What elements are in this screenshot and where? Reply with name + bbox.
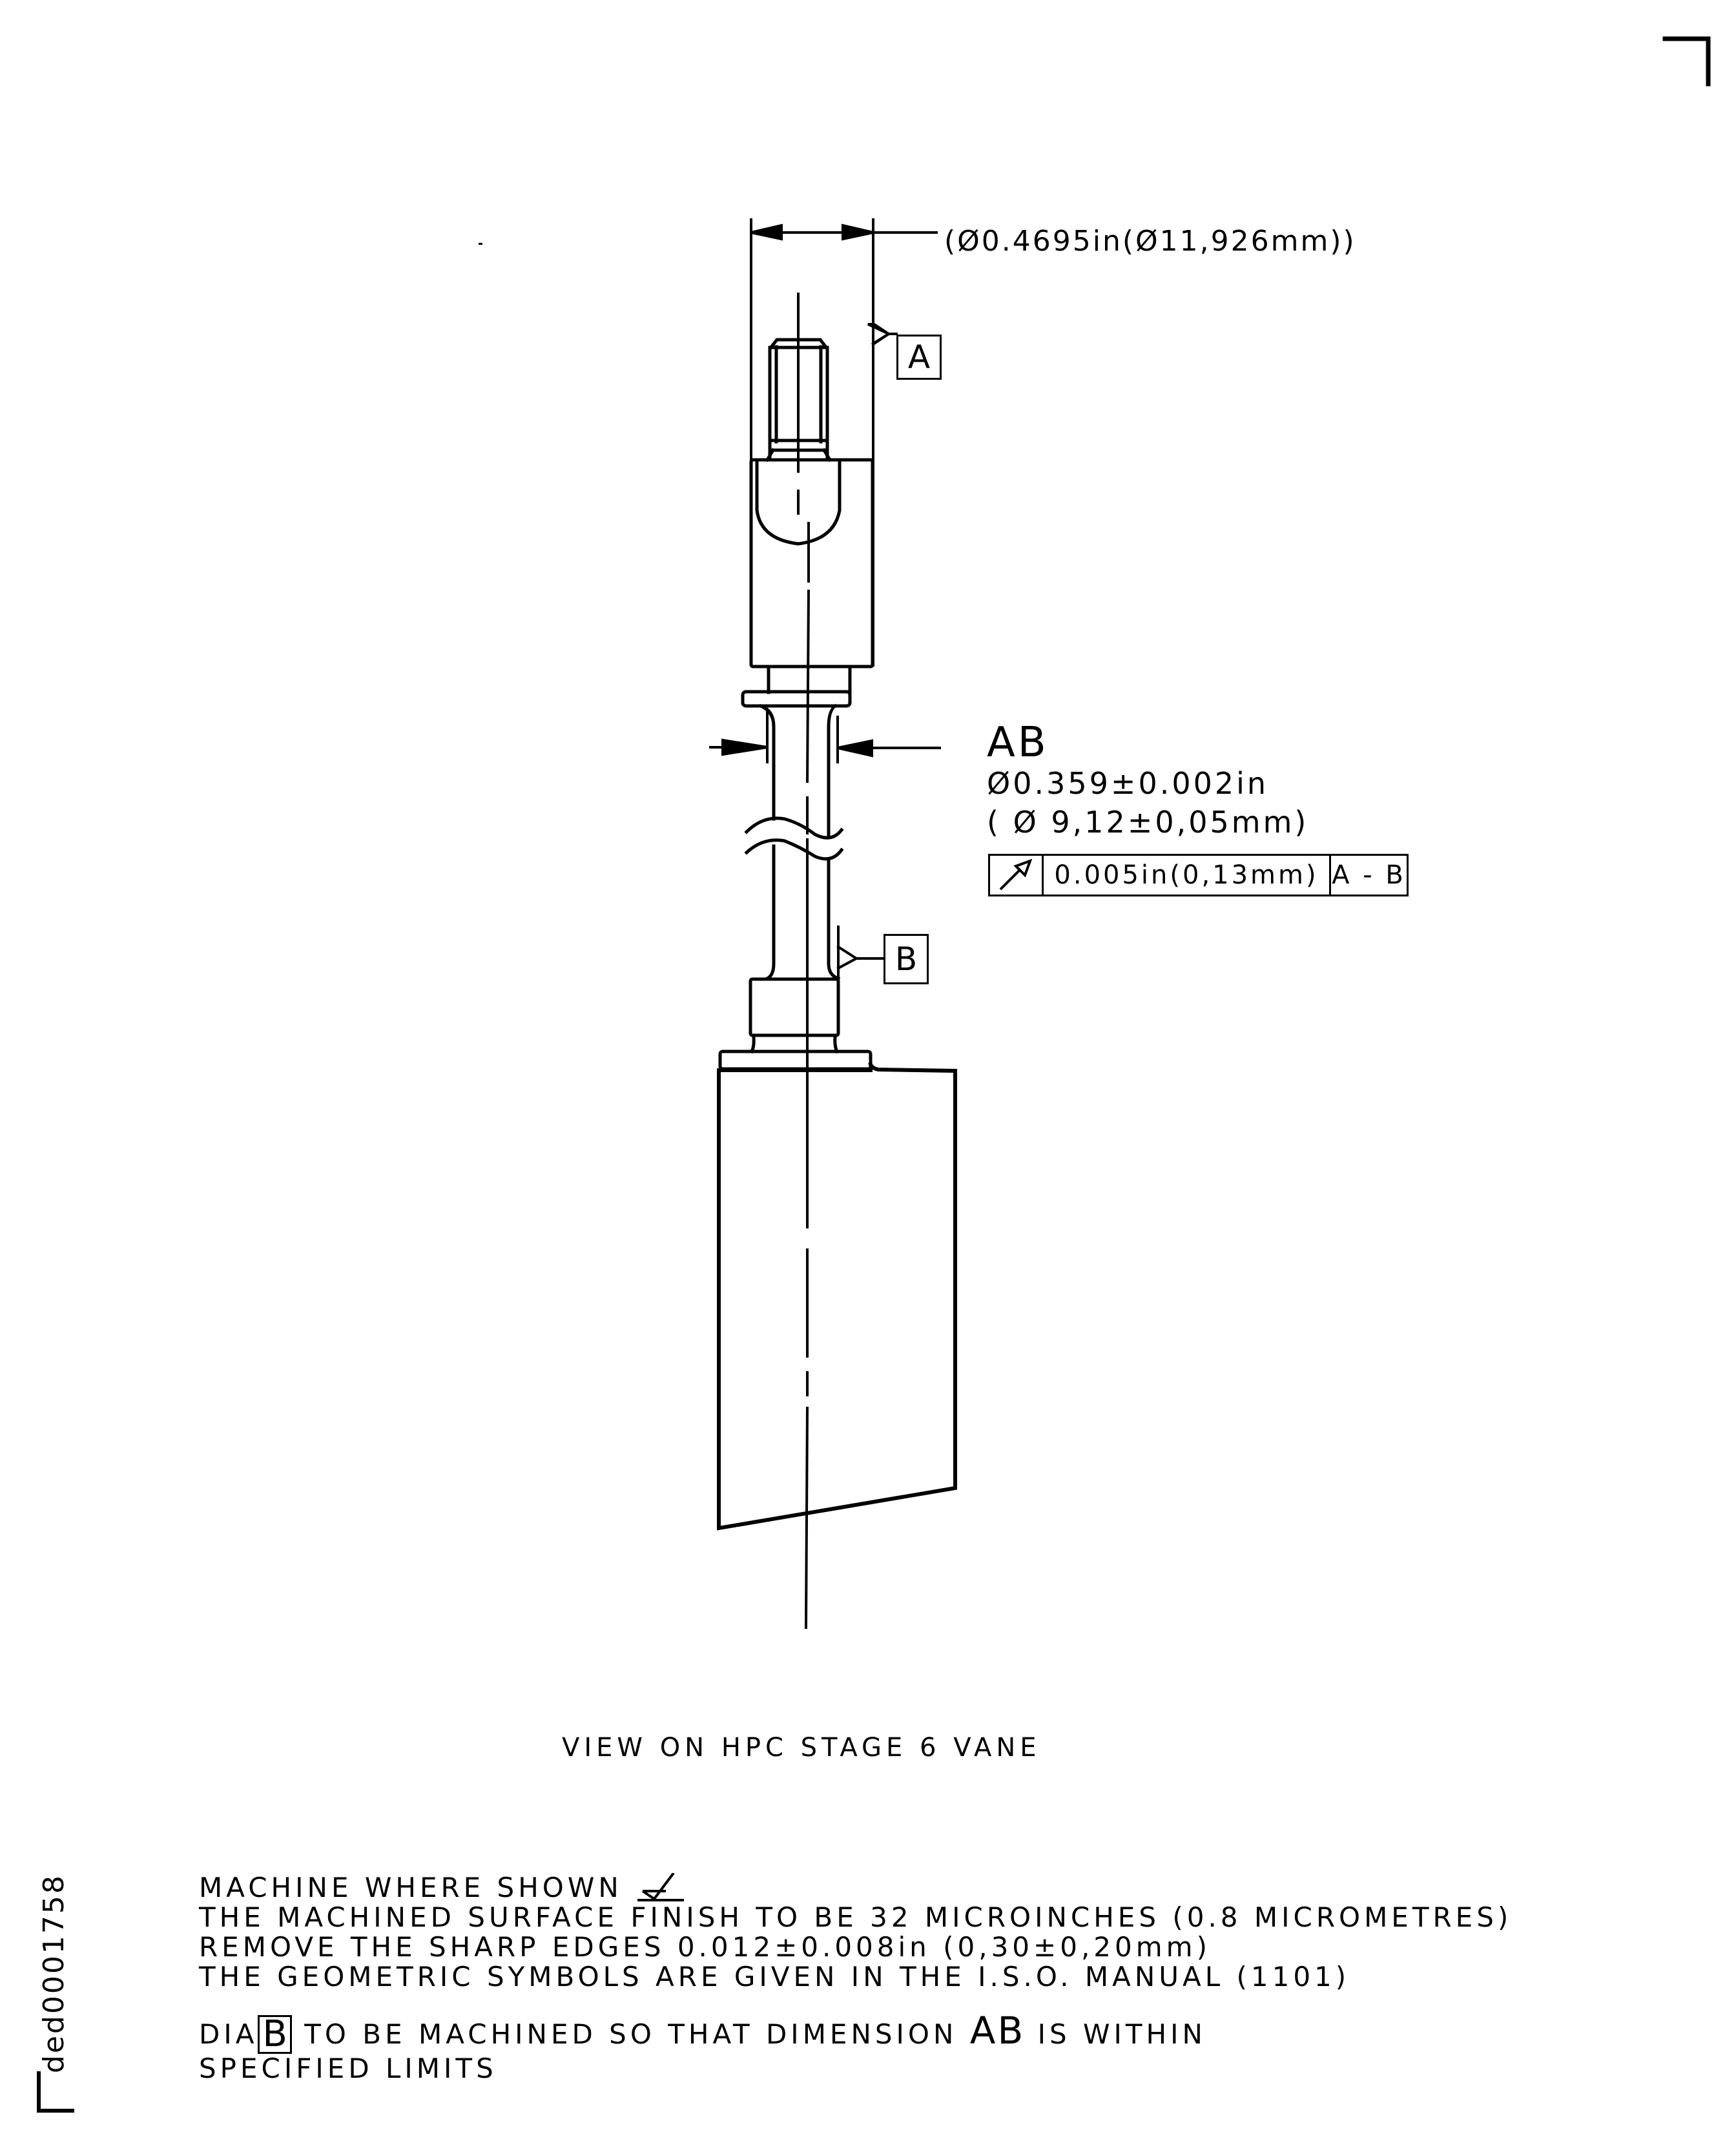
datum-b-label: B — [894, 940, 918, 978]
note-machine-where-shown: MACHINE WHERE SHOWN — [199, 1872, 1512, 1903]
centerline — [797, 293, 811, 1630]
corner-mark-bottom-left — [37, 2071, 74, 2113]
circular-runout-icon — [990, 856, 1042, 895]
datum-a-box: A — [896, 335, 942, 380]
feature-control-frame: 0.005in(0,13mm) A - B — [988, 854, 1409, 896]
note-specified-limits: SPECIFIED LIMITS — [199, 2053, 497, 2084]
datum-b-leader — [836, 926, 885, 980]
head-block — [749, 458, 874, 668]
datum-a-leader — [867, 322, 898, 346]
datum-a-label: A — [907, 338, 931, 376]
runout-tolerance: 0.005in(0,13mm) — [1042, 856, 1329, 895]
drawing-notes: MACHINE WHERE SHOWN THE MACHINED SURFACE… — [199, 1872, 1513, 2084]
note-sharp-edges: REMOVE THE SHARP EDGES 0.012±0.008in (0,… — [199, 1931, 1211, 1963]
datum-reference: A - B — [1329, 856, 1407, 895]
view-title: VIEW ON HPC STAGE 6 VANE — [562, 1733, 1041, 1763]
dimension-ab-inline: AB — [969, 2009, 1026, 2053]
dimension-ab-metric: ( Ø 9,12±0,05mm) — [987, 805, 1309, 840]
note-spacer — [199, 1992, 1512, 2015]
dimension-ab-inch: Ø0.359±0.002in — [987, 766, 1269, 801]
machined-surface-finish-icon — [635, 1872, 687, 1903]
note-text: IS WITHIN — [1025, 2018, 1206, 2050]
note-text: DIA — [199, 2018, 258, 2050]
note-surface-finish: THE MACHINED SURFACE FINISH TO BE 32 MIC… — [199, 1901, 1513, 1933]
overall-diameter-dimension: (Ø0.4695in(Ø11,926mm)) — [944, 225, 1356, 258]
dimension-ab-arrows — [709, 709, 941, 763]
lower-collar — [718, 977, 873, 1071]
stray-mark — [479, 243, 482, 245]
note-text: MACHINE WHERE SHOWN — [199, 1872, 623, 1903]
datum-b-inline-box: B — [258, 2015, 292, 2054]
note-geometric-symbols: THE GEOMETRIC SYMBOLS ARE GIVEN IN THE I… — [199, 1961, 1350, 1992]
document-id: ded0001758 — [37, 1874, 70, 2073]
datum-b-box: B — [884, 934, 929, 984]
corner-mark-top-right — [1662, 36, 1711, 87]
vane-airfoil — [717, 1062, 957, 1531]
note-text: TO BE MACHINED SO THAT DIMENSION — [291, 2018, 970, 2050]
diameter-dimension-line — [750, 223, 938, 241]
upper-collar — [741, 665, 852, 708]
dimension-ab-label: AB — [987, 719, 1049, 767]
